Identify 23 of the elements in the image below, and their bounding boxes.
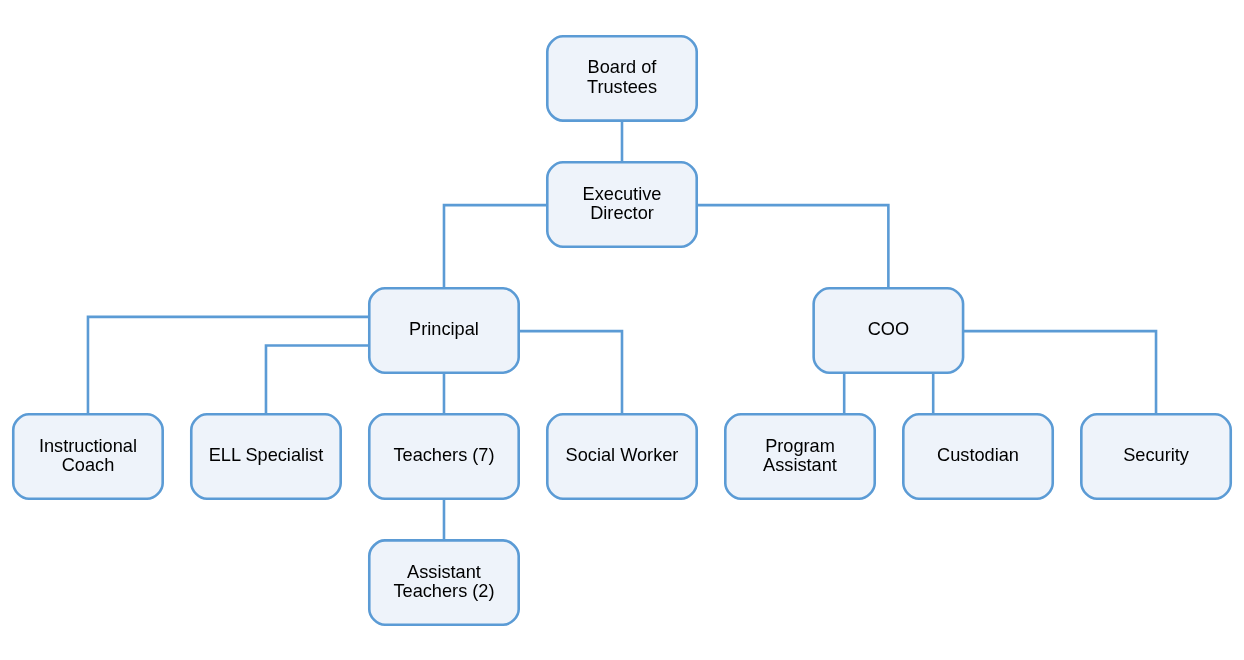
connector <box>442 372 446 414</box>
connector <box>442 203 548 288</box>
node-box: Assistant Teachers (2) <box>367 538 520 626</box>
connector <box>442 498 446 540</box>
node-box: Program Assistant <box>724 412 876 500</box>
node-box: Executive Director <box>546 160 698 248</box>
node-box: Teachers (7) <box>367 412 520 500</box>
connector <box>518 329 624 414</box>
connector <box>931 372 935 414</box>
connector <box>696 203 890 288</box>
node-box: Principal <box>367 286 520 374</box>
node-box: Instructional Coach <box>11 412 164 500</box>
node-box: COO <box>812 286 965 374</box>
connector <box>963 329 1158 414</box>
connector <box>620 120 624 162</box>
connector <box>842 372 846 414</box>
node-box: Custodian <box>902 412 1055 500</box>
connector <box>264 343 369 414</box>
connector <box>86 315 369 414</box>
node-box: ELL Specialist <box>189 412 342 500</box>
node-box: Security <box>1080 412 1233 500</box>
node-box: Social Worker <box>546 412 698 500</box>
node-box: Board of Trustees <box>546 34 698 122</box>
